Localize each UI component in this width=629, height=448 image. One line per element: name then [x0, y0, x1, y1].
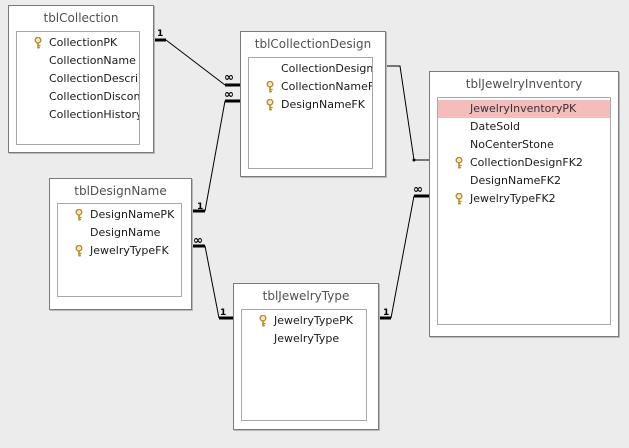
- table-title[interactable]: tblJewelryType: [262, 289, 350, 303]
- field-row[interactable]: DateSold: [438, 118, 610, 136]
- table-title[interactable]: tblDesignName: [74, 184, 167, 198]
- field-row[interactable]: JewelryTypeFK: [58, 242, 181, 260]
- primary-key-icon: [75, 208, 83, 221]
- join-end-dot: [412, 158, 416, 162]
- one-cardinality-label: 1: [383, 308, 390, 318]
- field-row[interactable]: CollectionPK: [17, 34, 139, 52]
- relationship-line-jewelrytype-to-inventory[interactable]: [390, 195, 415, 319]
- field-row[interactable]: JewelryTypeFK2: [438, 190, 610, 208]
- field-name: DesignNamePK: [90, 208, 175, 221]
- field-name: DateSold: [470, 120, 521, 133]
- field-name: JewelryType: [274, 332, 340, 345]
- field-name: CollectionDescripti: [49, 72, 139, 85]
- field-row[interactable]: CollectionNameFK: [249, 78, 372, 96]
- field-name: DesignNameFK: [281, 98, 365, 111]
- one-cardinality-label: 1: [157, 29, 164, 39]
- field-row[interactable]: DesignNameFK: [249, 96, 372, 114]
- field-row[interactable]: NoCenterStone: [438, 136, 610, 154]
- field-row[interactable]: JewelryTypePK: [242, 312, 366, 330]
- primary-key-icon: [455, 192, 463, 205]
- field-name: CollectionName: [49, 54, 136, 67]
- field-list[interactable]: CollectionDesignPlCollectionNameFK Design…: [248, 57, 373, 169]
- field-name: CollectionDesignPl: [281, 62, 372, 75]
- relationship-line-designname-to-jewelrytype[interactable]: [204, 245, 220, 319]
- field-row[interactable]: DesignName: [58, 224, 181, 242]
- field-name: CollectionDesignFK2: [470, 156, 583, 169]
- field-row[interactable]: CollectionHistory: [17, 106, 139, 124]
- relationship-line-colldesign-to-inventory[interactable]: [384, 65, 429, 161]
- many-cardinality-label: ∞: [224, 87, 234, 101]
- field-list[interactable]: JewelryTypePK JewelryType: [241, 309, 367, 421]
- field-name: NoCenterStone: [470, 138, 554, 151]
- field-row[interactable]: JewelryType: [242, 330, 366, 348]
- field-name: DesignName: [90, 226, 161, 239]
- one-cardinality-label: 1: [197, 202, 204, 212]
- field-name: CollectionNameFK: [281, 80, 372, 93]
- many-cardinality-label: ∞: [224, 70, 234, 84]
- table-title[interactable]: tblJewelryInventory: [465, 77, 583, 91]
- field-name: CollectionPK: [49, 36, 118, 49]
- primary-key-icon: [266, 98, 274, 111]
- primary-key-icon: [259, 314, 267, 327]
- many-cardinality-label: ∞: [193, 233, 203, 247]
- field-row[interactable]: DesignNamePK: [58, 206, 181, 224]
- field-name: DesignNameFK2: [470, 174, 561, 187]
- table-title[interactable]: tblCollectionDesign: [254, 37, 372, 51]
- field-name: CollectionDisconti: [49, 90, 139, 103]
- field-row[interactable]: JewelryInventoryPK: [438, 100, 610, 118]
- field-row[interactable]: CollectionDesignFK2: [438, 154, 610, 172]
- field-row[interactable]: CollectionDesignPl: [249, 60, 372, 78]
- field-row[interactable]: CollectionDisconti: [17, 88, 139, 106]
- primary-key-icon: [266, 80, 274, 93]
- relationship-line-designname-to-colldesign[interactable]: [204, 100, 226, 212]
- table-tblCollectionDesign[interactable]: tblCollectionDesignCollectionDesignPlCol…: [240, 31, 386, 177]
- field-name: JewelryTypeFK: [90, 244, 169, 257]
- primary-key-icon: [455, 156, 463, 169]
- primary-key-icon: [75, 244, 83, 257]
- field-row[interactable]: CollectionName: [17, 52, 139, 70]
- one-cardinality-label: 1: [220, 308, 227, 318]
- table-title[interactable]: tblCollection: [43, 11, 119, 25]
- field-row[interactable]: DesignNameFK2: [438, 172, 610, 190]
- field-name: JewelryTypeFK2: [470, 192, 556, 205]
- field-row[interactable]: CollectionDescripti: [17, 70, 139, 88]
- primary-key-icon: [34, 36, 42, 49]
- field-name: JewelryTypePK: [274, 314, 353, 327]
- many-cardinality-label: ∞: [413, 182, 423, 196]
- field-name: CollectionHistory: [49, 108, 139, 121]
- field-name: JewelryInventoryPK: [470, 102, 577, 115]
- relationship-line-coll-to-colldesign[interactable]: [165, 39, 226, 86]
